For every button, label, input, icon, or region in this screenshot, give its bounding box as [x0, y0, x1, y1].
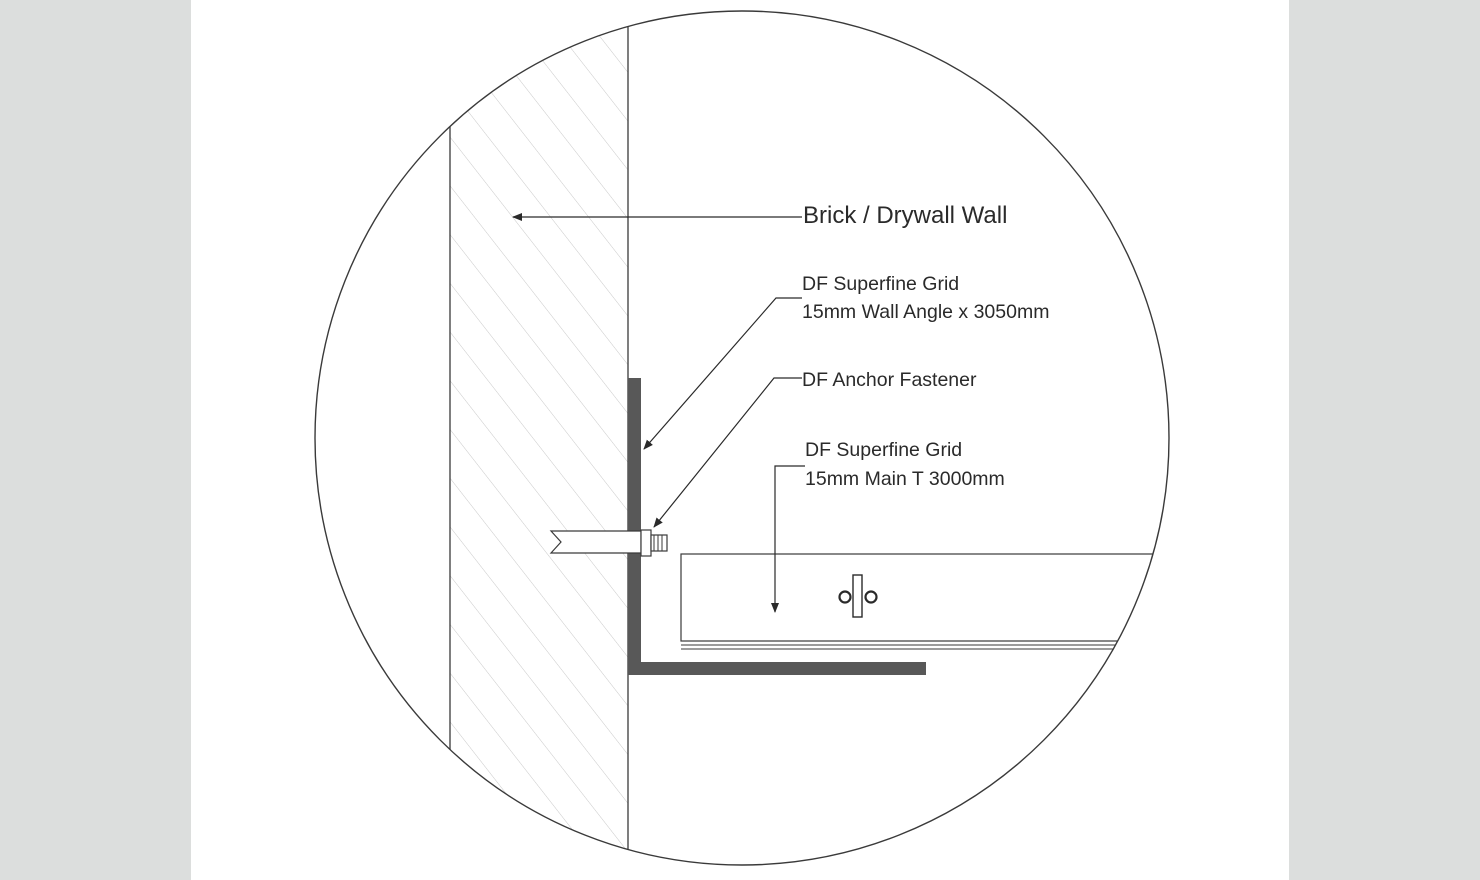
connector-holes-icon	[838, 574, 878, 618]
drawing-sheet	[191, 0, 1289, 880]
wall-angle-label-line2: 15mm Wall Angle x 3050mm	[802, 301, 1049, 323]
main-t-label-line2: 15mm Main T 3000mm	[805, 468, 1005, 490]
detail-content	[449, 11, 1169, 865]
wall-angle	[628, 378, 926, 675]
main-t-label-line1: DF Superfine Grid	[805, 439, 962, 461]
wall-angle-leader	[643, 297, 802, 450]
wall-label: Brick / Drywall Wall	[803, 202, 1007, 229]
main-t-profile	[680, 553, 1169, 650]
wall-angle-label-line1: DF Superfine Grid	[802, 273, 959, 295]
main-t-leader	[771, 465, 805, 613]
anchor-leader	[653, 377, 802, 528]
detail-circle	[314, 10, 1170, 866]
wall-section	[450, 11, 628, 865]
anchor-fastener	[549, 529, 668, 557]
anchor-label: DF Anchor Fastener	[802, 369, 977, 391]
